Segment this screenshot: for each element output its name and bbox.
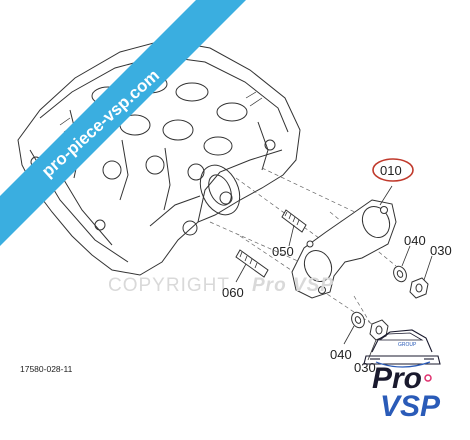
logo-dot <box>424 374 432 382</box>
part-label-010[interactable]: 010 <box>380 163 402 178</box>
washer-040-lower <box>351 311 365 329</box>
site-banner[interactable]: pro-piece-vsp.com <box>0 0 246 246</box>
nut-030-lower <box>369 319 389 341</box>
stud-060 <box>235 249 269 278</box>
provsp-logo: GROUP Pro VSP <box>363 329 441 423</box>
leader-lines <box>235 185 433 361</box>
banner-text: pro-piece-vsp.com <box>38 66 163 181</box>
logo-vsp-text: VSP <box>380 390 441 423</box>
part-label-040-lower[interactable]: 040 <box>330 347 352 362</box>
diagram-reference-number: 17580-028-11 <box>20 364 73 374</box>
car-icon <box>363 329 441 365</box>
washer-040-upper <box>393 265 407 283</box>
stud-050 <box>281 209 307 233</box>
logo-pro-text: Pro <box>372 362 422 395</box>
watermark-brand: Pro VSP <box>252 275 334 296</box>
nut-030-upper <box>409 277 429 299</box>
part-label-060[interactable]: 060 <box>222 285 244 300</box>
gasket-010 <box>291 199 397 299</box>
logo-group-text: GROUP <box>398 342 417 348</box>
highlight-ring <box>372 158 414 182</box>
part-label-040-upper[interactable]: 040 <box>404 233 426 248</box>
watermark-copyright: COPYRIGHT <box>108 275 230 296</box>
copyright-watermark: COPYRIGHT Pro VSP <box>108 275 334 296</box>
part-label-050[interactable]: 050 <box>272 244 294 259</box>
part-label-030-upper[interactable]: 030 <box>430 243 452 258</box>
